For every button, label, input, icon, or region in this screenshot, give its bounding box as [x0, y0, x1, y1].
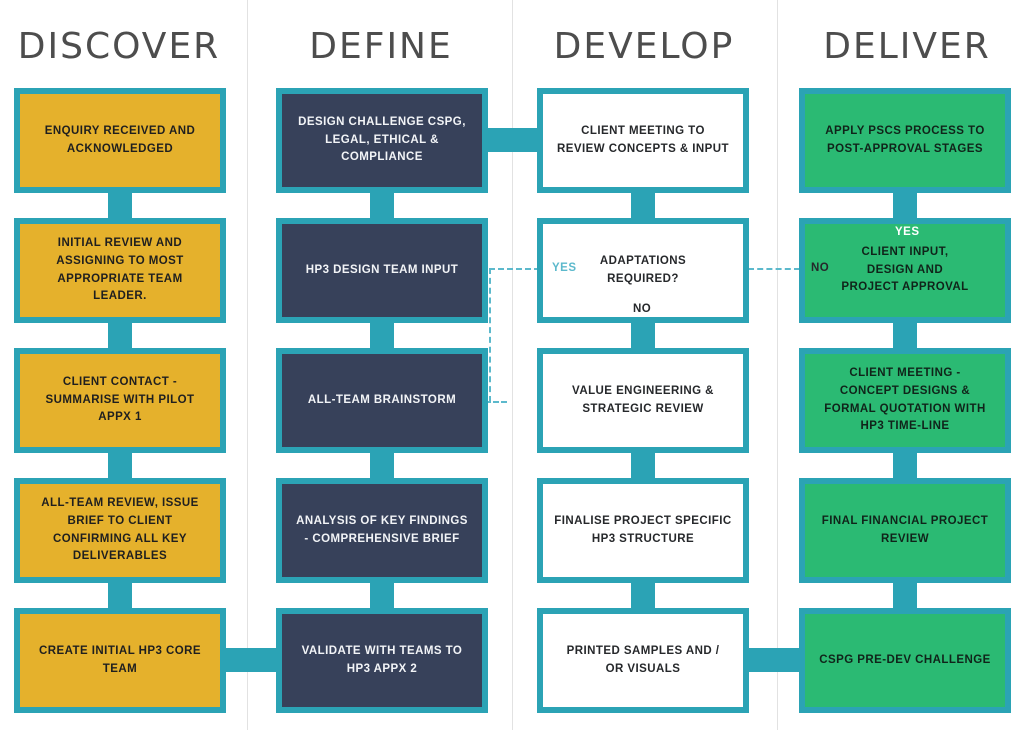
dashed-develop-yes-down [489, 268, 491, 402]
step-deliver-3[interactable]: CLIENT MEETING - CONCEPT DESIGNS & FORMA… [799, 348, 1011, 453]
column-heading-develop: DEVELOP [553, 26, 735, 67]
column-heading-define: DEFINE [309, 26, 453, 67]
step-develop-1[interactable]: CLIENT MEETING TO REVIEW CONCEPTS & INPU… [537, 88, 749, 193]
step-deliver-2-label: CLIENT INPUT, DESIGN AND PROJECT APPROVA… [841, 245, 969, 294]
step-develop-5-label: PRINTED SAMPLES AND / OR VISUALS [566, 644, 720, 675]
column-divider-1 [247, 0, 248, 730]
step-develop-5[interactable]: PRINTED SAMPLES AND / OR VISUALS [537, 608, 749, 713]
dashed-develop-yes-to-brainstorm [485, 401, 507, 403]
label-deliver-no: NO [811, 262, 830, 274]
step-deliver-4-label: FINAL FINANCIAL PROJECT REVIEW [821, 514, 989, 545]
step-develop-3-label: VALUE ENGINEERING & STRATEGIC REVIEW [572, 384, 714, 415]
step-define-3[interactable]: ALL-TEAM BRAINSTORM [276, 348, 488, 453]
step-develop-2-decision[interactable]: ADAPTATIONS REQUIRED? [537, 218, 749, 323]
label-develop-no: NO [633, 303, 652, 315]
step-deliver-3-label: CLIENT MEETING - CONCEPT DESIGNS & FORMA… [824, 366, 986, 433]
step-develop-1-label: CLIENT MEETING TO REVIEW CONCEPTS & INPU… [556, 124, 729, 155]
step-define-5-label: VALIDATE WITH TEAMS TO HP3 APPX 2 [301, 644, 463, 675]
step-discover-3-label: CLIENT CONTACT - SUMMARISE WITH PILOT AP… [45, 375, 195, 424]
step-discover-1[interactable]: ENQUIRY RECEIVED AND ACKNOWLEDGED [14, 88, 226, 193]
step-define-2[interactable]: HP3 DESIGN TEAM INPUT [276, 218, 488, 323]
step-discover-2-label: INITIAL REVIEW AND ASSIGNING TO MOST APP… [56, 236, 184, 303]
step-define-5[interactable]: VALIDATE WITH TEAMS TO HP3 APPX 2 [276, 608, 488, 713]
step-develop-4[interactable]: FINALISE PROJECT SPECIFIC HP3 STRUCTURE [537, 478, 749, 583]
step-discover-4-label: ALL-TEAM REVIEW, ISSUE BRIEF TO CLIENT C… [41, 496, 199, 563]
column-heading-discover: DISCOVER [17, 26, 221, 67]
step-discover-3[interactable]: CLIENT CONTACT - SUMMARISE WITH PILOT AP… [14, 348, 226, 453]
label-deliver-yes: YES [895, 226, 920, 238]
step-define-4-label: ANALYSIS OF KEY FINDINGS - COMPREHENSIVE… [296, 514, 468, 545]
step-define-4[interactable]: ANALYSIS OF KEY FINDINGS - COMPREHENSIVE… [276, 478, 488, 583]
step-deliver-4[interactable]: FINAL FINANCIAL PROJECT REVIEW [799, 478, 1011, 583]
label-develop-yes: YES [552, 262, 577, 274]
step-deliver-2[interactable]: CLIENT INPUT, DESIGN AND PROJECT APPROVA… [799, 218, 1011, 323]
column-divider-3 [777, 0, 778, 730]
step-discover-2[interactable]: INITIAL REVIEW AND ASSIGNING TO MOST APP… [14, 218, 226, 323]
step-discover-5-label: CREATE INITIAL HP3 CORE TEAM [39, 644, 201, 675]
step-discover-5[interactable]: CREATE INITIAL HP3 CORE TEAM [14, 608, 226, 713]
step-develop-4-label: FINALISE PROJECT SPECIFIC HP3 STRUCTURE [554, 514, 732, 545]
step-develop-2-label: ADAPTATIONS REQUIRED? [599, 254, 687, 285]
dashed-develop-yes-out [489, 268, 540, 270]
step-deliver-1-label: APPLY PSCS PROCESS TO POST-APPROVAL STAG… [825, 124, 985, 155]
connector-develop5-to-deliver5 [738, 648, 804, 672]
step-deliver-5-label: CSPG PRE-DEV CHALLENGE [819, 653, 991, 666]
column-heading-deliver: DELIVER [823, 26, 991, 67]
step-define-1-label: DESIGN CHALLENGE CSPG, LEGAL, ETHICAL & … [298, 115, 466, 164]
step-discover-4[interactable]: ALL-TEAM REVIEW, ISSUE BRIEF TO CLIENT C… [14, 478, 226, 583]
column-divider-2 [512, 0, 513, 730]
dashed-develop-no-to-deliver [748, 268, 800, 270]
step-deliver-1[interactable]: APPLY PSCS PROCESS TO POST-APPROVAL STAG… [799, 88, 1011, 193]
step-define-2-label: HP3 DESIGN TEAM INPUT [305, 263, 459, 276]
step-define-3-label: ALL-TEAM BRAINSTORM [307, 393, 457, 406]
step-deliver-5[interactable]: CSPG PRE-DEV CHALLENGE [799, 608, 1011, 713]
step-discover-1-label: ENQUIRY RECEIVED AND ACKNOWLEDGED [44, 124, 196, 155]
step-define-1[interactable]: DESIGN CHALLENGE CSPG, LEGAL, ETHICAL & … [276, 88, 488, 193]
step-develop-3[interactable]: VALUE ENGINEERING & STRATEGIC REVIEW [537, 348, 749, 453]
